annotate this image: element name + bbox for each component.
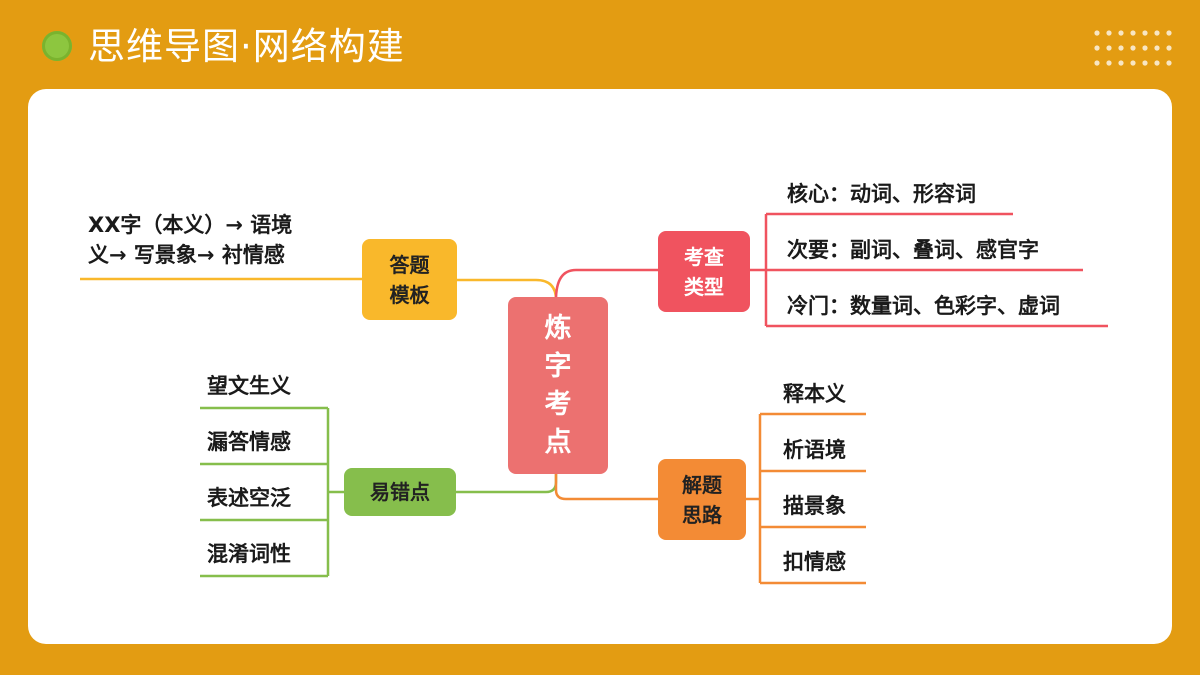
connector-method [554, 474, 658, 501]
template-text: XX字（本义）→ 语境 义→ 写景象→ 衬情感 [88, 213, 293, 267]
template-node: 答题 模板 [362, 239, 457, 320]
page-title: 思维导图·网络构建 [88, 25, 405, 68]
connector-errors [456, 474, 558, 494]
method-item-3: 描景象 [783, 494, 846, 518]
type-item-rare: 冷门：数量词、色彩字、虚词 [787, 294, 1060, 318]
method-item-2: 析语境 [783, 438, 846, 462]
error-item-2: 漏答情感 [207, 430, 291, 454]
connector-types [554, 268, 658, 301]
errors-node: 易错点 [344, 468, 456, 516]
title-bullet-icon [42, 31, 72, 61]
error-item-4: 混淆词性 [207, 542, 291, 566]
connector-errors-bracket [200, 406, 344, 578]
method-item-1: 释本义 [783, 382, 846, 406]
connector-method-bracket [746, 412, 866, 585]
error-item-3: 表述空泛 [207, 486, 291, 510]
central-node: 炼 字 考 点 [508, 297, 608, 474]
connector-types-bracket [750, 212, 1108, 328]
type-item-core: 核心：动词、形容词 [787, 182, 976, 206]
error-item-1: 望文生义 [207, 374, 291, 398]
decorative-dots-icon [1094, 30, 1172, 66]
method-node: 解题 思路 [658, 459, 746, 540]
types-node: 考查 类型 [658, 231, 750, 312]
type-item-secondary: 次要：副词、叠词、感官字 [787, 238, 1039, 262]
method-item-4: 扣情感 [783, 550, 846, 574]
